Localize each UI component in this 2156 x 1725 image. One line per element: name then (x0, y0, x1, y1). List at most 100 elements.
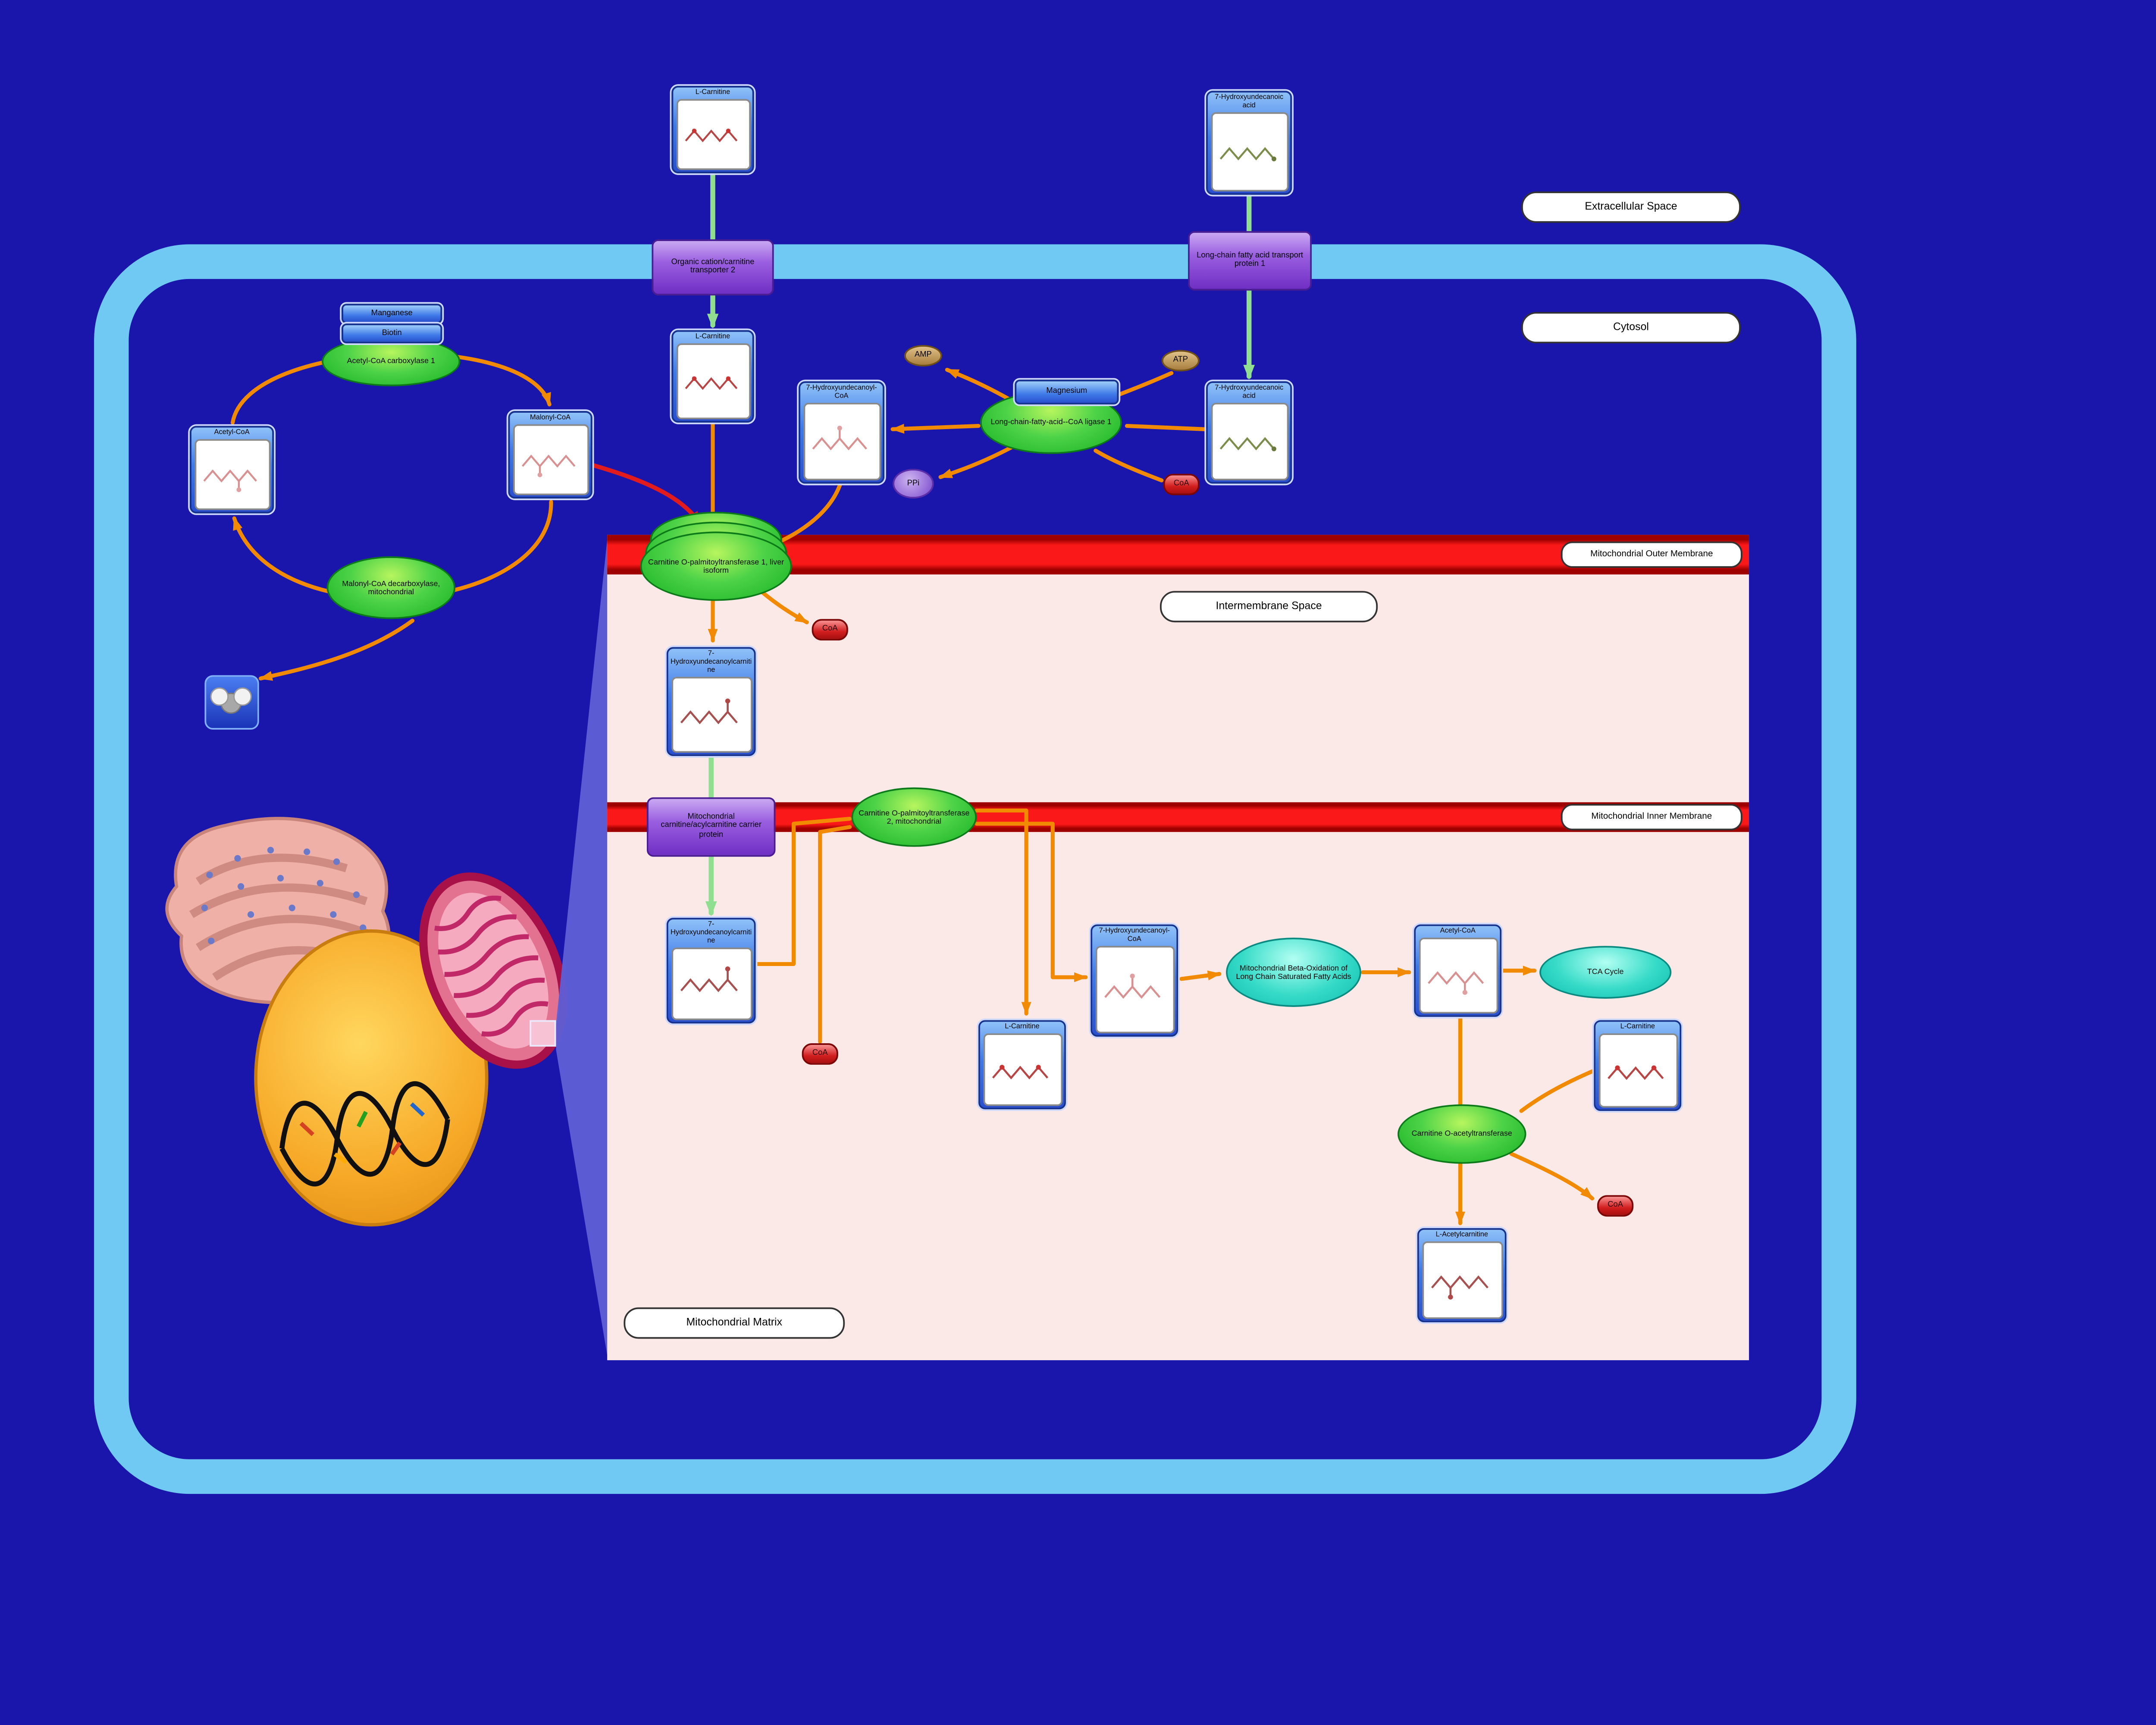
cofactor-label: Magnesium (1046, 388, 1087, 396)
metabolite-label: 7-Hydroxyundecanoylcarnitine (671, 919, 752, 944)
metabolite-acetyl-coa-matrix[interactable]: Acetyl-CoA (1414, 924, 1502, 1017)
chemical-structure (1210, 113, 1288, 191)
small-molecule-label: PPi (907, 479, 920, 488)
cofactor-biotin[interactable]: Biotin (342, 323, 442, 344)
chemical-structure (675, 344, 750, 419)
metabolite-coa-crat[interactable]: CoA (1597, 1195, 1634, 1217)
reaction-arrow-coa-to-cpt2 (818, 825, 852, 1044)
enzyme-label: Long-chain-fatty-acid--CoA ligase 1 (990, 418, 1112, 427)
label-text: Mitochondrial Inner Membrane (1591, 812, 1712, 822)
small-molecule-label: CoA (822, 625, 838, 634)
metabolite-label: 7-Hydroxyundecanoyl-CoA (806, 383, 877, 400)
label-cytosol: Cytosol (1521, 312, 1741, 344)
label-text: Mitochondrial Outer Membrane (1590, 549, 1713, 560)
reaction-arrow-ppi-out (938, 445, 1014, 479)
pathway-label: Mitochondrial Beta-Oxidation of Long Cha… (1236, 963, 1351, 981)
metabolite-carbon-dioxide[interactable] (204, 675, 259, 730)
metabolite-ppi[interactable]: PPi (893, 469, 934, 499)
zoom-source-marker (530, 1020, 556, 1047)
label-mitochondrial-matrix: Mitochondrial Matrix (624, 1307, 845, 1339)
reaction-arrow-cpt2-acylcoa-out (975, 822, 1088, 982)
metabolite-l-carnitine-cytosol[interactable]: L-Carnitine (671, 330, 754, 423)
label-extracellular-space: Extracellular Space (1521, 191, 1741, 223)
transporter-label: Mitochondrial carnitine/acylcarnitine ca… (661, 813, 762, 840)
metabolite-label: 7-Hydroxyundecanoyl-CoA (1099, 926, 1170, 943)
cofactor-manganese[interactable]: Manganese (342, 304, 442, 324)
enzyme-carnitine-o-acetyltransferase[interactable]: Carnitine O-acetyltransferase (1398, 1104, 1526, 1164)
metabolite-l-carnitine-matrix-right[interactable]: L-Carnitine (1594, 1020, 1682, 1111)
metabolite-7-hydroxyundecanoyl-coa-matrix[interactable]: 7-Hydroxyundecanoyl-CoA (1091, 924, 1178, 1037)
inhibition-arrow-malonyl-coa-cpt1 (592, 463, 702, 526)
chemical-structure (1598, 1034, 1677, 1107)
reaction-arrow-to-beta-oxidation (1179, 970, 1222, 981)
mitochondrion-detail-panel (607, 535, 1749, 1361)
chemical-structure (1210, 403, 1288, 480)
metabolite-7-hydroxyundecanoylcarnitine-ims[interactable]: 7-Hydroxyundecanoylcarnitine (666, 647, 756, 756)
label-text: Extracellular Space (1585, 201, 1677, 213)
reaction-arrow-mcd-co2 (258, 618, 415, 681)
metabolite-label: 7-Hydroxyundecanoic acid (1215, 92, 1284, 109)
metabolite-label: Malonyl-CoA (530, 412, 571, 421)
label-text: Intermembrane Space (1216, 601, 1322, 613)
small-molecule-label: AMP (915, 351, 932, 360)
metabolite-acetyl-coa-cytosol[interactable]: Acetyl-CoA (190, 426, 274, 514)
transporter-octn2[interactable]: Organic cation/carnitine transporter 2 (652, 239, 774, 296)
cofactor-magnesium[interactable]: Magnesium (1015, 380, 1119, 405)
pathway-tca-cycle[interactable]: TCA Cycle (1539, 946, 1672, 999)
chemical-structure (982, 1034, 1062, 1105)
transporter-fatp1[interactable]: Long-chain fatty acid transport protein … (1188, 231, 1312, 291)
metabolite-malonyl-coa[interactable]: Malonyl-CoA (508, 411, 592, 499)
reaction-arrow-acylcarnitine-to-cpt2 (755, 816, 852, 966)
metabolite-l-acetylcarnitine[interactable]: L-Acetylcarnitine (1417, 1228, 1507, 1323)
metabolite-amp[interactable]: AMP (904, 345, 942, 367)
metabolite-label: 7-Hydroxyundecanoic acid (1215, 383, 1284, 400)
reaction-arrow-amp-out (945, 367, 1012, 401)
enzyme-cpt1-liver-isoform[interactable]: Carnitine O-palmitoyltransferase 1, live… (640, 531, 792, 601)
enzyme-cpt2-mitochondrial[interactable]: Carnitine O-palmitoyltransferase 2, mito… (851, 787, 977, 847)
enzyme-label: Carnitine O-acetyltransferase (1411, 1129, 1512, 1138)
mitochondrion-illustration (419, 872, 568, 1069)
metabolite-label: L-Carnitine (695, 87, 730, 96)
metabolite-7-hydroxyundecanoyl-coa-cytosol[interactable]: 7-Hydroxyundecanoyl-CoA (799, 381, 885, 484)
chemical-structure (1418, 938, 1498, 1013)
reaction-arrow-cpt2-carnitine-out (975, 808, 1031, 1016)
enzyme-acetyl-coa-carboxylase-1[interactable]: Acetyl-CoA carboxylase 1 (322, 336, 461, 386)
reaction-arrow-crat-coa-out (1509, 1152, 1595, 1201)
enzyme-label: Carnitine O-palmitoyltransferase 1, live… (648, 557, 784, 575)
chemical-structure (194, 439, 270, 509)
metabolite-coa-ligase[interactable]: CoA (1163, 474, 1200, 496)
metabolite-l-carnitine-matrix-left[interactable]: L-Carnitine (978, 1020, 1066, 1110)
metabolite-coa-cpt2[interactable]: CoA (802, 1043, 838, 1065)
chemical-structure (671, 677, 752, 752)
reaction-arrow-fattyacid-to-ligase (1125, 423, 1206, 431)
metabolite-coa-cpt1[interactable]: CoA (812, 619, 848, 641)
enzyme-malonyl-coa-decarboxylase[interactable]: Malonyl-CoA decarboxylase, mitochondrial (326, 556, 456, 619)
label-outer-membrane: Mitochondrial Outer Membrane (1561, 541, 1742, 568)
reaction-arrow-ligase-to-acylcoa (890, 423, 981, 434)
chemical-structure (675, 100, 750, 169)
cofactor-label: Biotin (382, 329, 402, 338)
enzyme-label: Malonyl-CoA decarboxylase, mitochondrial (342, 579, 440, 596)
pathway-beta-oxidation[interactable]: Mitochondrial Beta-Oxidation of Long Cha… (1226, 938, 1361, 1007)
metabolite-label: Acetyl-CoA (214, 427, 250, 436)
metabolite-l-carnitine-extracellular[interactable]: L-Carnitine (671, 86, 754, 173)
cofactor-label: Manganese (371, 309, 413, 318)
enzyme-label: Acetyl-CoA carboxylase 1 (347, 357, 436, 366)
transporter-cacp[interactable]: Mitochondrial carnitine/acylcarnitine ca… (646, 797, 776, 857)
metabolite-7-hydroxyundecanoic-acid-extracellular[interactable]: 7-Hydroxyundecanoic acid (1206, 91, 1292, 195)
metabolite-7-hydroxyundecanoic-acid-cytosol[interactable]: 7-Hydroxyundecanoic acid (1206, 381, 1292, 484)
chemical-structure (512, 425, 589, 495)
dna-icon (279, 1081, 450, 1187)
metabolite-7-hydroxyundecanoylcarnitine-matrix[interactable]: 7-Hydroxyundecanoylcarnitine (666, 918, 756, 1024)
small-molecule-label: CoA (1173, 480, 1189, 489)
metabolite-label: L-Carnitine (1005, 1022, 1040, 1030)
co2-molecule-icon (210, 687, 252, 714)
inner-membrane-band (607, 802, 1749, 832)
label-inner-membrane: Mitochondrial Inner Membrane (1561, 804, 1742, 831)
metabolite-label: L-Acetylcarnitine (1435, 1229, 1489, 1238)
chemical-structure (1094, 946, 1174, 1033)
metabolite-atp[interactable]: ATP (1161, 350, 1200, 372)
